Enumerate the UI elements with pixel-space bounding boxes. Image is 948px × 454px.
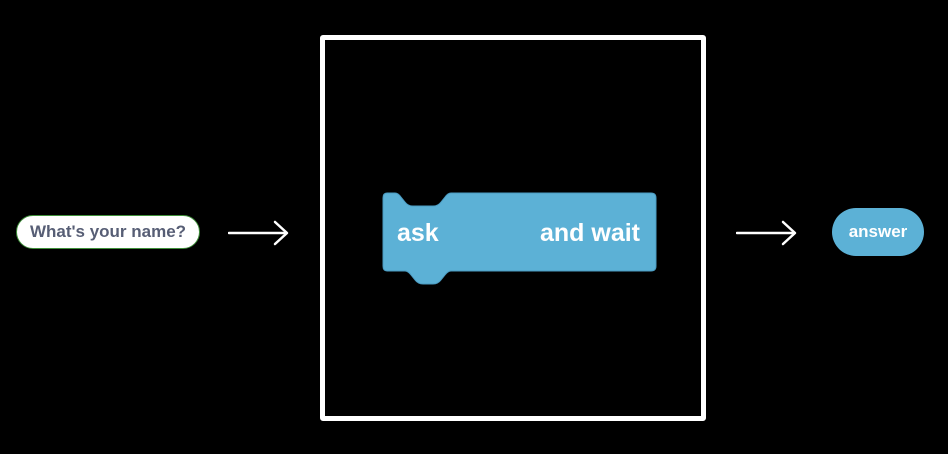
block-label-and-wait: and wait bbox=[540, 219, 641, 247]
block-frame bbox=[320, 35, 706, 421]
question-input-reporter: What's your name? bbox=[16, 215, 200, 249]
question-text: What's your name? bbox=[29, 222, 187, 241]
arrow-right-icon bbox=[736, 220, 797, 246]
block-label-ask: ask bbox=[397, 219, 439, 247]
answer-reporter[interactable]: answer bbox=[832, 208, 924, 256]
arrow-right-icon bbox=[228, 220, 289, 246]
ask-and-wait-block[interactable] bbox=[381, 189, 659, 287]
answer-label: answer bbox=[848, 222, 908, 241]
